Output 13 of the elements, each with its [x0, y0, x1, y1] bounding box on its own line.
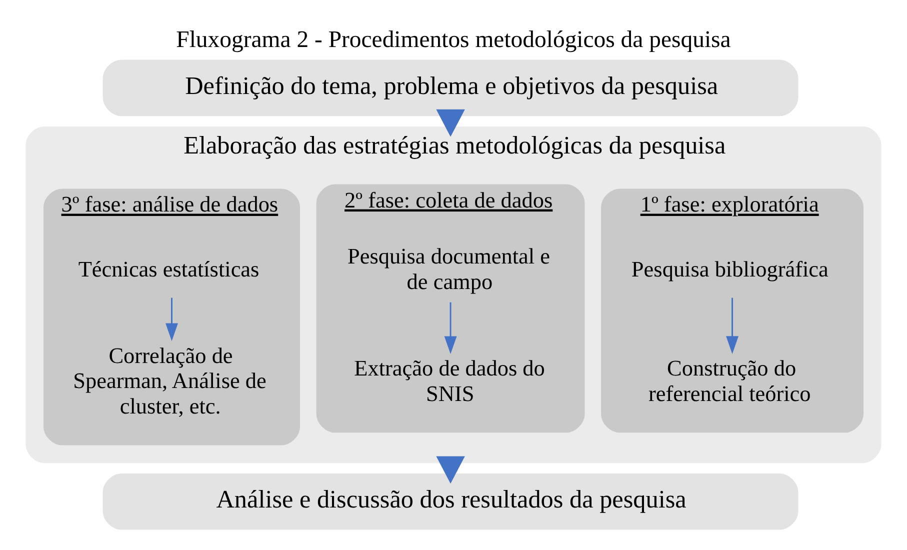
arrow: [166, 297, 178, 341]
node-text: Pesquisa bibliográfica: [631, 256, 828, 281]
diagram-title: Fluxograma 2 - Procedimentos metodológicos da pesquisa: [176, 26, 731, 52]
node-text: Técnicas estatísticas: [78, 256, 260, 281]
node-text: Extração de dados do SNIS: [354, 355, 545, 406]
node-text: Pesquisa documental e de campo: [347, 243, 550, 294]
node-text: Correlação de Spearman, Análise de cluster, etc.: [73, 342, 266, 418]
arrow: [436, 456, 465, 484]
node-box: Análise e discussão dos resultados da pesquisa: [102, 472, 798, 530]
arrow: [436, 108, 465, 136]
arrow: [726, 297, 739, 354]
arrow: [444, 302, 457, 354]
node-text: Construção do referencial teórico: [648, 355, 811, 406]
